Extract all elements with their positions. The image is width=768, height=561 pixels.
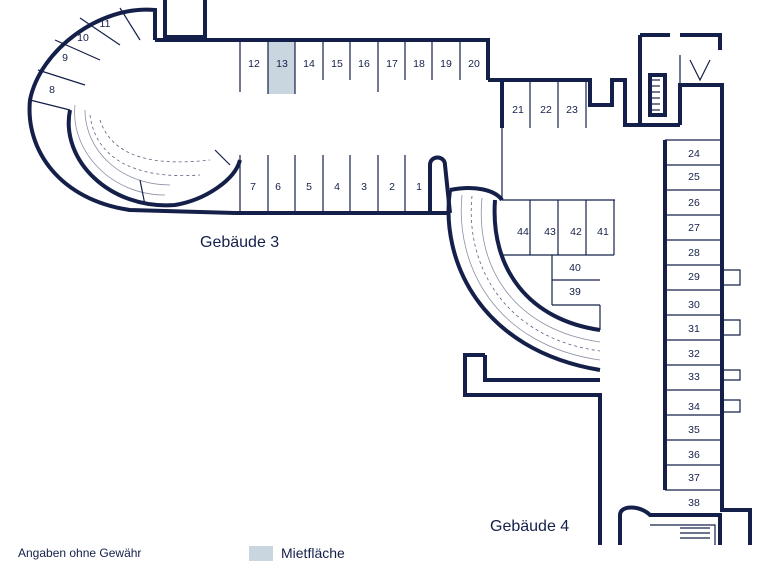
space-label: 21 — [512, 104, 524, 116]
top-row-dividers — [239, 40, 461, 94]
space-label: 41 — [597, 226, 609, 238]
space-label: 31 — [688, 323, 700, 335]
middle-block-walls — [488, 78, 680, 128]
space-label: 30 — [688, 299, 700, 311]
space-numbers-center: 44 43 42 41 40 39 — [517, 226, 609, 298]
space-label: 26 — [688, 197, 700, 209]
space-numbers-middle: 21 22 23 — [512, 104, 578, 116]
curve-space-dividers — [29, 7, 141, 111]
space-label: 9 — [62, 52, 68, 64]
space-label: 34 — [688, 401, 700, 413]
space-label: 18 — [413, 58, 425, 70]
ramp-building-3 — [74, 104, 231, 206]
building-3-label: Gebäude 3 — [200, 234, 279, 251]
space-label: 4 — [334, 181, 340, 193]
space-label: 25 — [688, 171, 700, 183]
center-section-walls — [446, 128, 615, 545]
space-label: 42 — [570, 226, 582, 238]
space-numbers-bottom-row: 7 6 5 4 3 2 1 — [250, 181, 422, 193]
space-label: 5 — [306, 181, 312, 193]
bottom-row-dividers — [239, 155, 452, 214]
space-label: 33 — [688, 371, 700, 383]
space-label: 11 — [100, 18, 111, 30]
right-column-dividers — [665, 139, 741, 491]
space-label: 3 — [361, 181, 367, 193]
space-label: 29 — [688, 271, 700, 283]
legend: Mietfläche — [249, 545, 345, 561]
space-label: 10 — [77, 32, 89, 44]
disclaimer-text: Angaben ohne Gewähr — [18, 546, 142, 560]
space-label: 12 — [248, 58, 260, 70]
space-label: 17 — [386, 58, 398, 70]
space-numbers-curve: 8 9 10 11 — [49, 18, 111, 96]
space-label: 32 — [688, 348, 700, 360]
highlight-space-13 — [268, 40, 295, 94]
space-label: 44 — [517, 226, 529, 238]
space-label: 15 — [331, 58, 343, 70]
space-label: 24 — [688, 148, 700, 160]
space-label: 23 — [566, 104, 578, 116]
space-label: 1 — [416, 181, 422, 193]
space-label: 2 — [389, 181, 395, 193]
space-label: 35 — [688, 424, 700, 436]
space-label: 14 — [303, 58, 315, 70]
space-numbers-top-row: 12 13 14 15 16 17 18 19 20 — [248, 58, 480, 70]
space-label: 20 — [468, 58, 480, 70]
space-label: 28 — [688, 247, 700, 259]
space-label: 22 — [540, 104, 552, 116]
space-label: 27 — [688, 222, 700, 234]
space-label: 13 — [276, 58, 288, 70]
space-label: 38 — [688, 497, 700, 509]
legend-label: Mietfläche — [281, 545, 345, 561]
space-label: 8 — [49, 84, 55, 96]
space-label: 40 — [569, 262, 581, 274]
legend-swatch — [249, 545, 273, 561]
space-label: 7 — [250, 181, 256, 193]
space-label: 37 — [688, 472, 700, 484]
space-label: 43 — [544, 226, 556, 238]
space-label: 16 — [358, 58, 370, 70]
building-4-label: Gebäude 4 — [490, 518, 569, 535]
space-label: 19 — [440, 58, 452, 70]
space-label: 6 — [275, 181, 281, 193]
space-label: 39 — [569, 286, 581, 298]
building-4-walls — [618, 33, 752, 545]
space-label: 36 — [688, 449, 700, 461]
space-numbers-right-column: 24 25 26 27 28 29 30 31 32 33 34 35 36 3… — [688, 148, 700, 509]
